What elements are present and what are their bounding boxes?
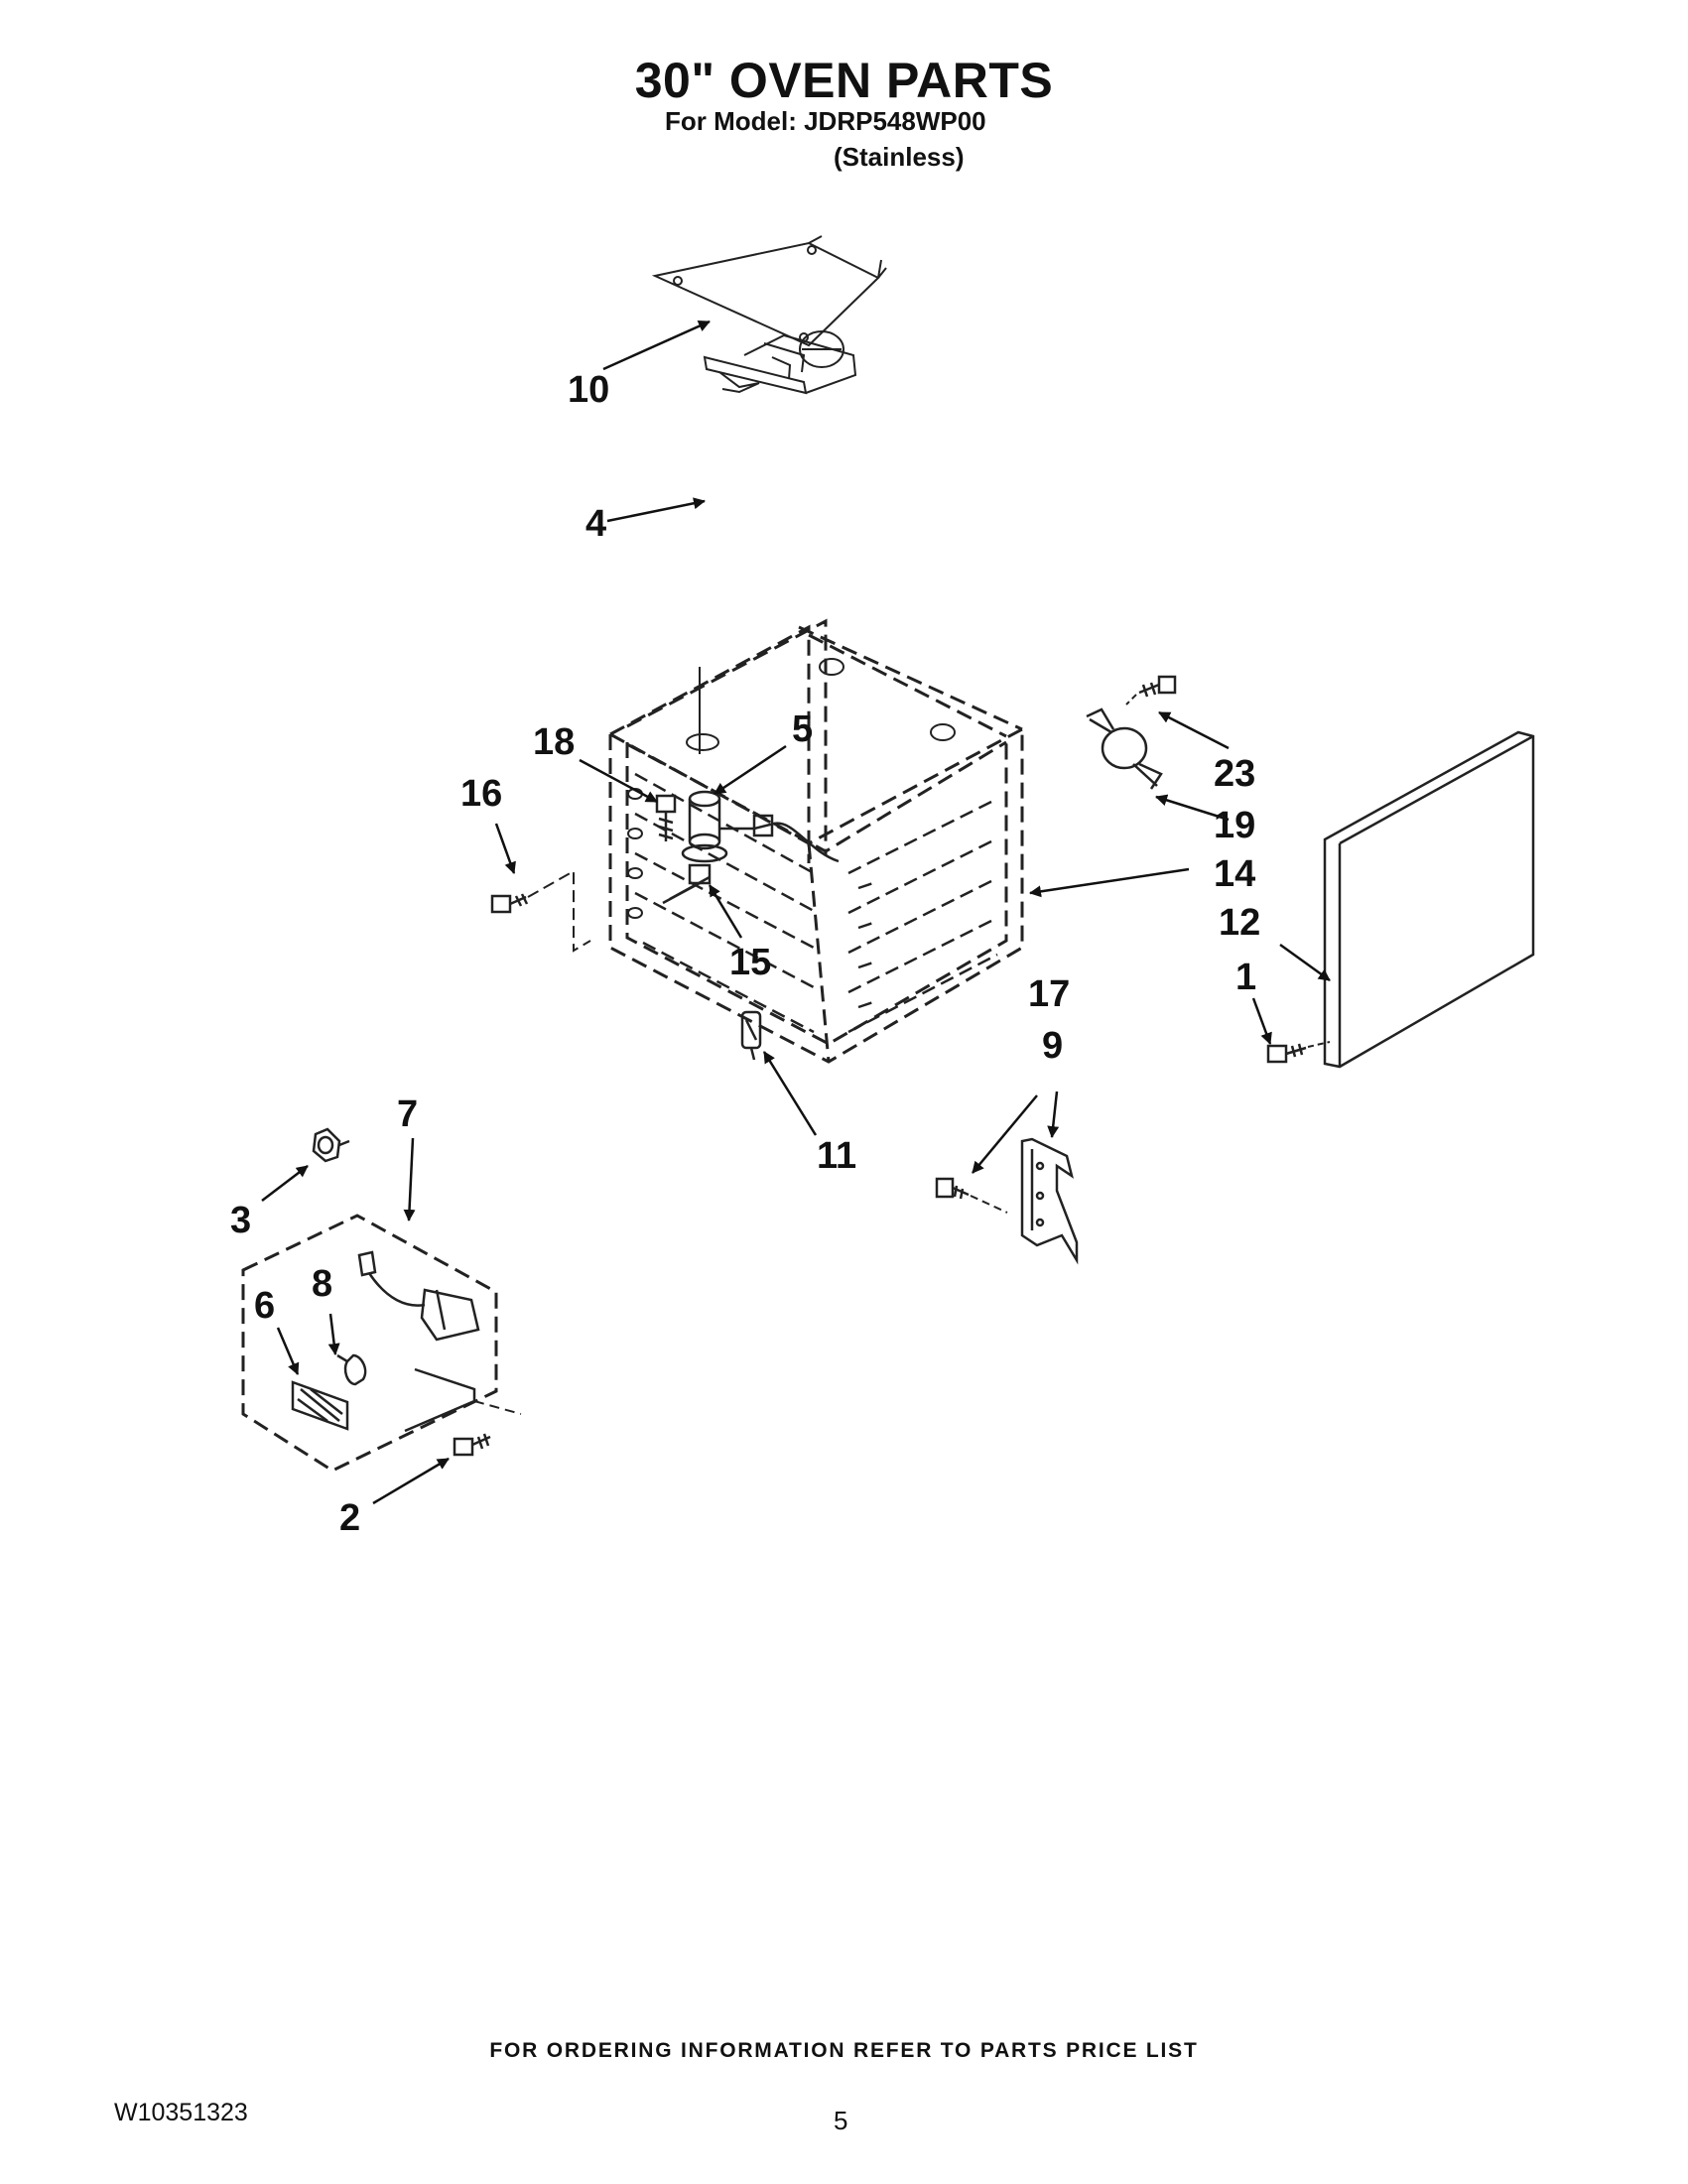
callout-3: 3: [230, 1200, 251, 1241]
part-17-screw: [935, 1177, 970, 1200]
part-3-grommet: [312, 1127, 350, 1163]
part-7-light-housing: [357, 1250, 480, 1433]
part-1-guide-line: [1307, 1041, 1331, 1048]
part-23-screw: [1138, 675, 1177, 698]
part-2-screw: [453, 1433, 491, 1457]
callout-23: 23: [1214, 753, 1255, 795]
callout-6: 6: [254, 1285, 275, 1327]
part-23-guide-line: [1125, 694, 1137, 706]
callout-14: 14: [1214, 853, 1255, 895]
ordering-info: FOR ORDERING INFORMATION REFER TO PARTS …: [489, 2039, 1199, 2062]
callout-11: 11: [817, 1135, 856, 1177]
callout-4: 4: [585, 503, 606, 545]
part-19-thermal-cutoff: [1086, 707, 1163, 790]
part-1-screw: [1266, 1043, 1307, 1064]
oven-cavity: [608, 618, 1024, 1064]
callout-9: 9: [1042, 1025, 1063, 1067]
callout-1: 1: [1235, 957, 1256, 998]
part-12-panel: [1323, 730, 1535, 1069]
page-title: 30" OVEN PARTS: [634, 53, 1054, 108]
model-number: For Model: JDRP548WP00: [665, 106, 986, 136]
callout-12: 12: [1219, 902, 1260, 944]
callout-18: 18: [533, 721, 575, 763]
part-15-bracket: [662, 863, 712, 905]
cavity-top-details: [627, 658, 956, 919]
document-number: W10351323: [114, 2099, 248, 2126]
part-16-guide-line: [527, 869, 591, 953]
part-11-clip: [740, 1010, 762, 1061]
callout-17: 17: [1028, 973, 1070, 1015]
part-16-screw: [490, 893, 529, 914]
page-number: 5: [834, 2106, 848, 2135]
part-17-guide-line: [970, 1195, 1008, 1214]
callout-8: 8: [312, 1263, 332, 1305]
part-4-latch-assembly: [703, 330, 857, 395]
part-7-guide-line: [473, 1400, 522, 1415]
part-5-sensor: [681, 790, 840, 863]
part-6-lens: [291, 1380, 349, 1431]
callout-15: 15: [729, 942, 771, 983]
part-7-light-assembly: [241, 1214, 498, 1473]
right-rack-guides: [847, 797, 998, 1034]
part-9-bracket: [1020, 1137, 1079, 1265]
part-18-screw: [655, 794, 677, 841]
callout-2: 2: [339, 1497, 360, 1539]
callout-7: 7: [397, 1093, 418, 1135]
callout-19: 19: [1214, 805, 1255, 846]
callout-10: 10: [568, 369, 609, 411]
part-8-bulb: [336, 1353, 367, 1386]
callout-5: 5: [792, 708, 813, 750]
model-variant: (Stainless): [834, 142, 965, 172]
callout-16: 16: [460, 773, 502, 815]
part-10-top-shield: [651, 235, 887, 347]
leader-arrows: [261, 320, 1331, 1505]
